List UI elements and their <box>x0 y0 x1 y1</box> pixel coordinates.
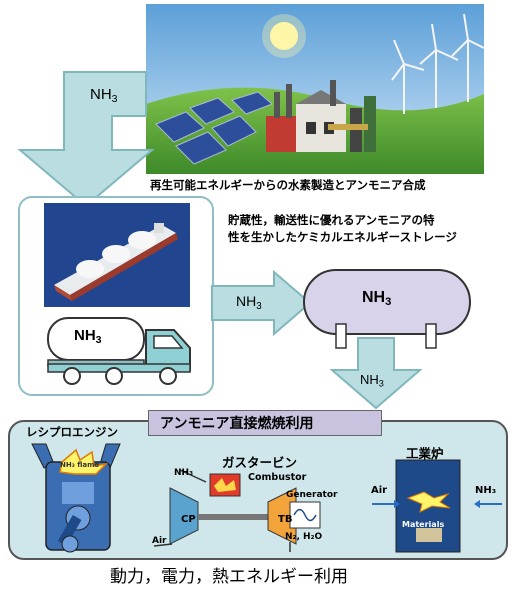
tb-label: TB <box>278 514 293 525</box>
nh3-transfer-arrow <box>210 269 314 340</box>
storage-description-line1: 貯蔵性，輸送性に優れるアンモニアの特 <box>228 213 435 227</box>
materials-label: Materials <box>402 520 445 529</box>
generator-label: Generator <box>286 490 338 500</box>
down-arrow-label: NH3 <box>360 372 384 389</box>
nh3-supply-arrow <box>0 0 200 214</box>
top-arrow-label: NH3 <box>90 86 118 105</box>
turbine-air-label: Air <box>152 536 167 546</box>
combustion-title: アンモニア直接燃焼利用 <box>160 416 314 432</box>
energy-use-caption: 動力，電力，熱エネルギー利用 <box>110 567 348 587</box>
turbine-title: ガスタービン <box>222 455 298 470</box>
engine-illustration <box>22 440 132 558</box>
renewable-caption: 再生可能エネルギーからの水素製造とアンモニア合成 <box>150 178 426 192</box>
combustion-title-bar <box>148 410 382 436</box>
furnace-air-label: Air <box>371 485 388 496</box>
gas-turbine-illustration <box>150 462 350 560</box>
storage-description-line2: 性を生かしたケミカルエネルギーストレージ <box>228 230 457 244</box>
nh3-down-arrow <box>329 336 423 414</box>
flame-label: NH₃ flame <box>60 461 100 469</box>
combustor-label: Combustor <box>248 472 307 483</box>
truck-label: NH3 <box>74 327 102 346</box>
turbine-nh3-label: NH₃ <box>174 468 194 478</box>
renewable-scene <box>146 4 484 174</box>
furnace-arrows <box>370 496 512 515</box>
furnace-nh3-label: NH₃ <box>475 485 497 496</box>
engine-title: レシプロエンジン <box>26 425 118 439</box>
cp-label: CP <box>181 514 196 525</box>
storage-tank <box>302 266 474 354</box>
tank-label: NH3 <box>362 289 392 308</box>
furnace-title: 工業炉 <box>406 446 444 461</box>
ship-image <box>44 203 190 307</box>
furnace-illustration <box>394 458 462 558</box>
transfer-arrow-label: NH3 <box>236 293 262 312</box>
truck <box>44 312 194 388</box>
exhaust-label: N₂, H₂O <box>285 532 323 542</box>
